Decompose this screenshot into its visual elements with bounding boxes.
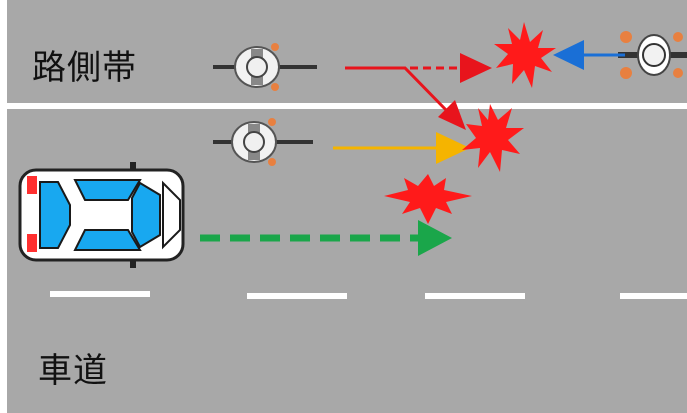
red-arrow-turn-head (438, 100, 466, 130)
collision-icon (494, 22, 556, 88)
green-arrow-head (418, 220, 452, 256)
car-icon (18, 162, 185, 268)
motorcycle-icon (618, 31, 687, 79)
roadway-label: 車道 (38, 351, 108, 391)
yellow-arrow-head (436, 132, 470, 164)
collision-icon (384, 174, 472, 224)
red-arrow-straight-head (460, 53, 492, 83)
shoulder-label: 路側帯 (32, 48, 137, 88)
red-arrow-turn (345, 66, 450, 114)
shoulder-line (7, 103, 687, 109)
collision-icon (462, 104, 524, 172)
bicycle-icon (213, 43, 317, 91)
lane-markings (50, 291, 687, 299)
blue-arrow-head (553, 40, 584, 70)
bicycle-icon (213, 118, 313, 166)
